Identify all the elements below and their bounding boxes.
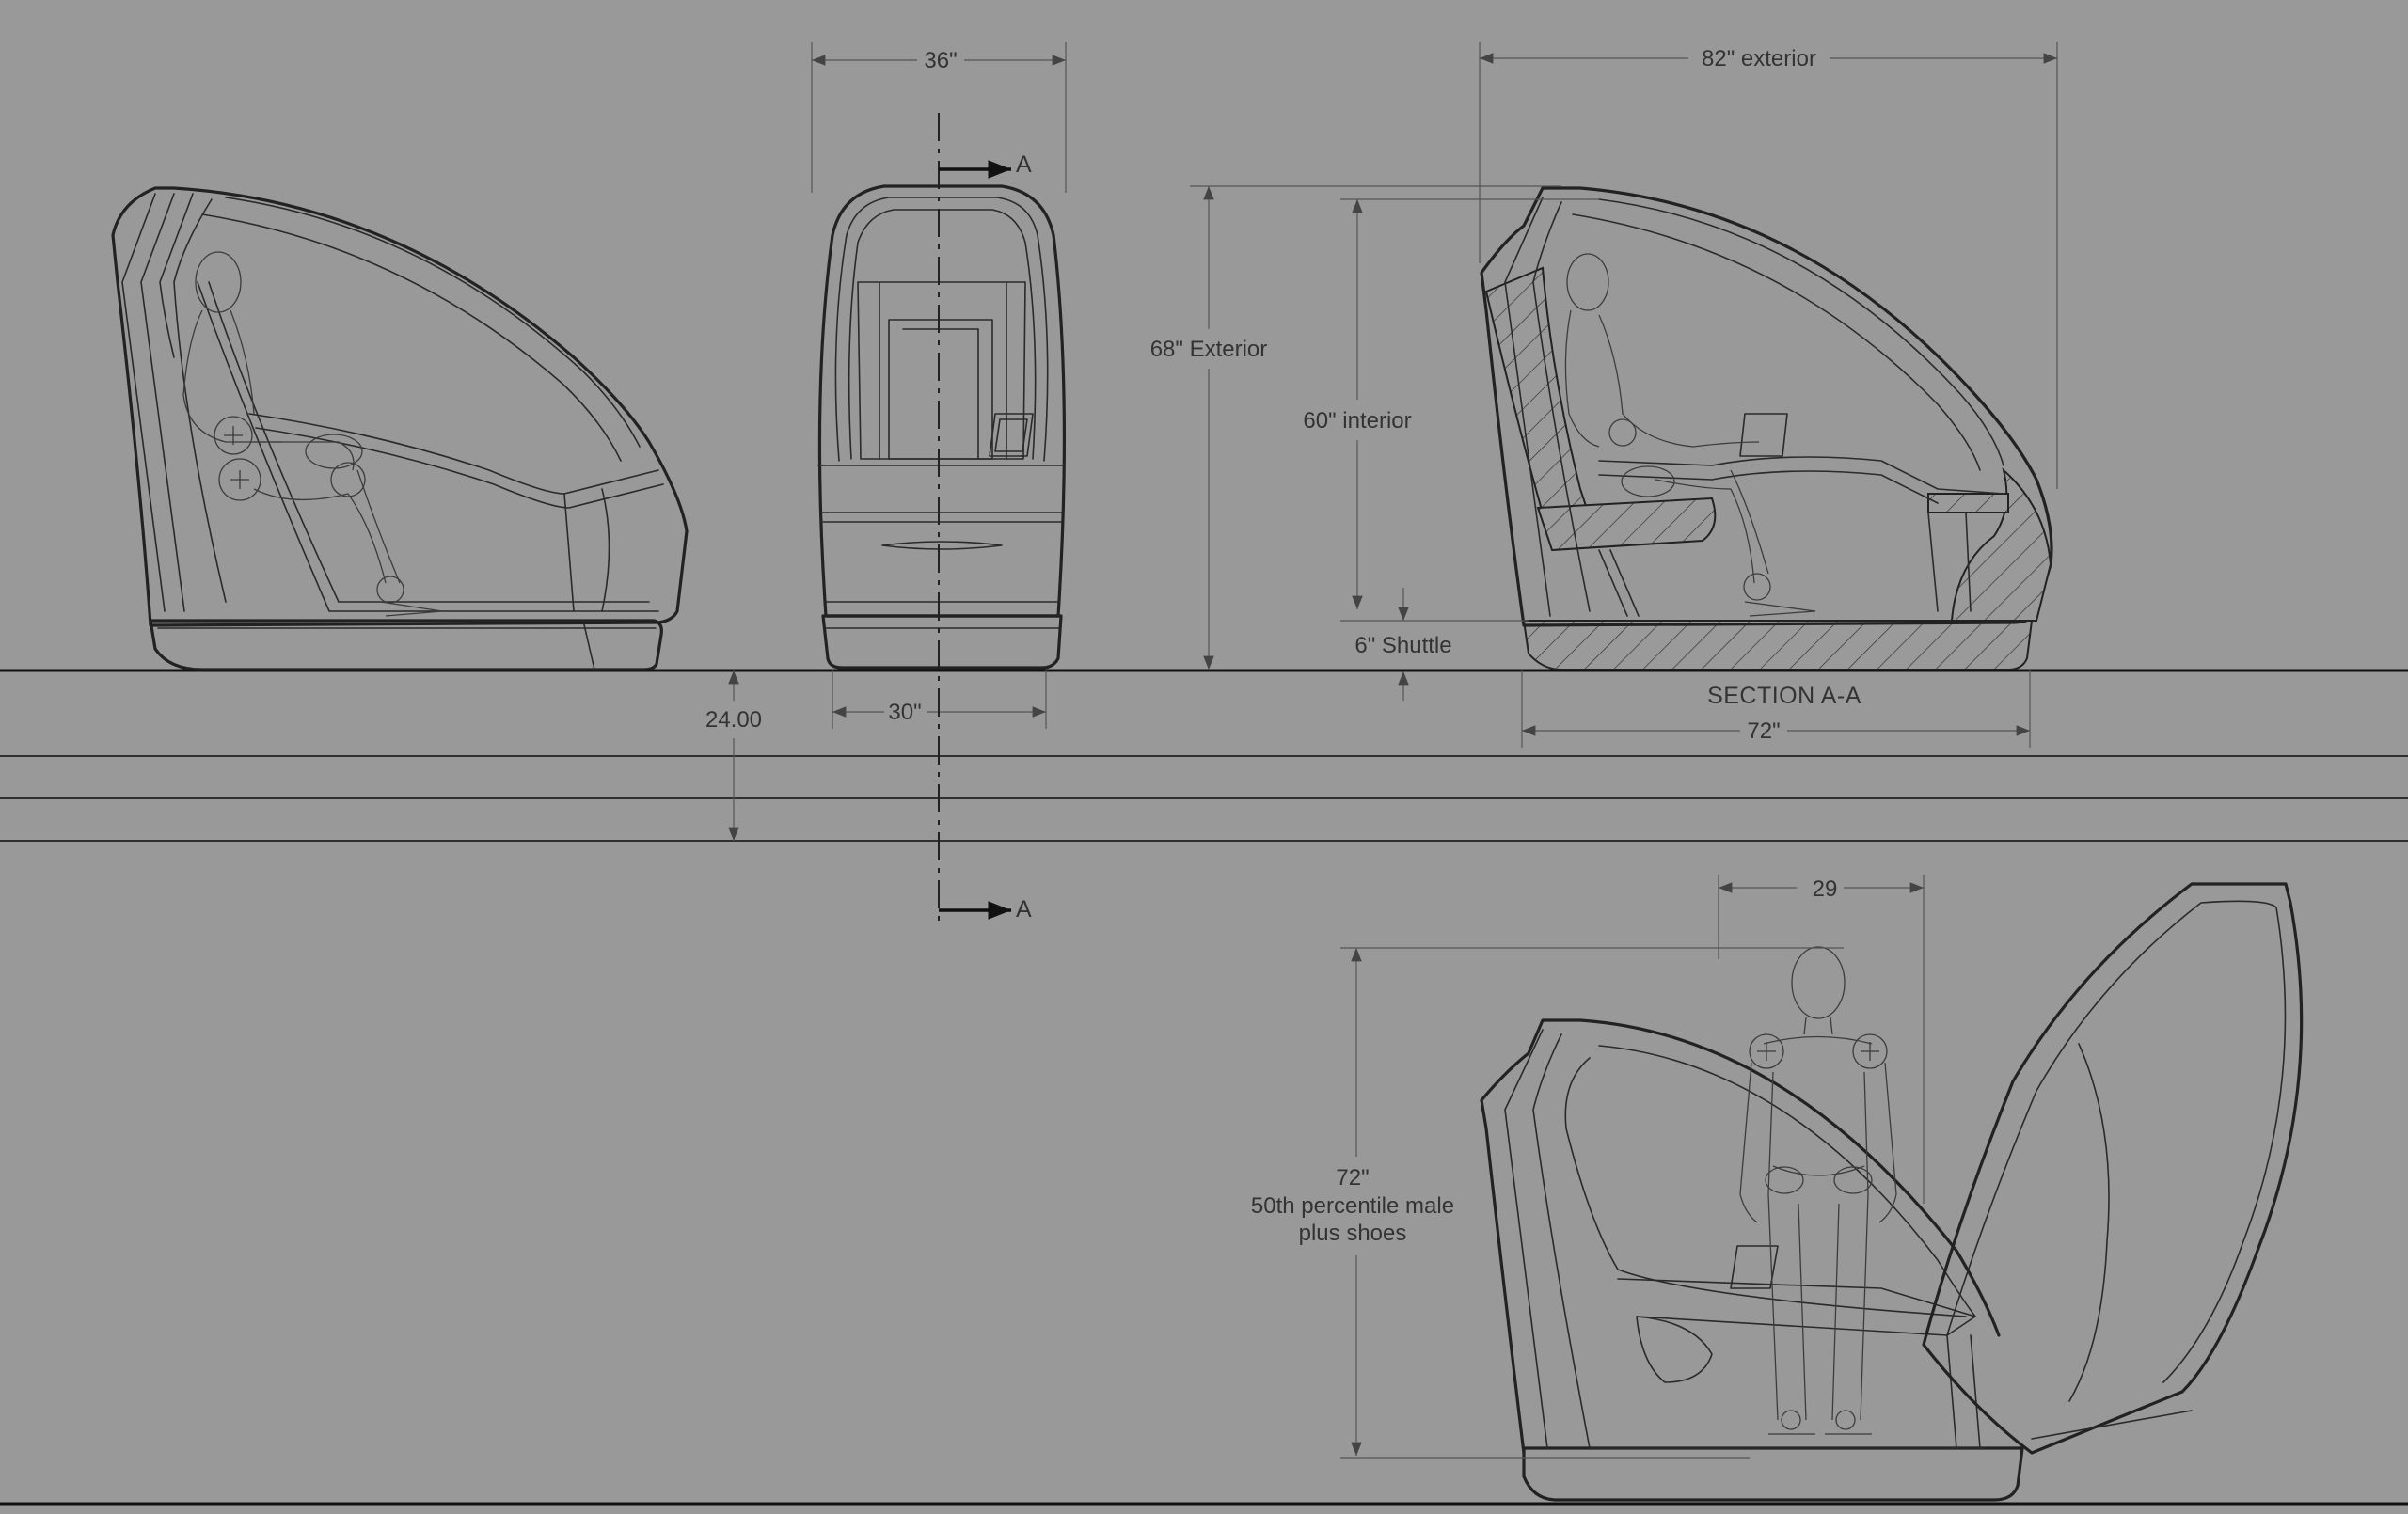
dimension-lines [728, 42, 2058, 1459]
door-open-view [1480, 882, 2304, 1502]
standing-figure [1739, 946, 1897, 1435]
shuttle-height-label: 6" Shuttle [1354, 633, 1451, 658]
figure-note-line1: 50th percentile male [1251, 1193, 1454, 1219]
section-title: SECTION A-A [1707, 683, 1861, 709]
ground-and-rails [0, 669, 2408, 1506]
seated-figure-side [182, 251, 443, 617]
interior-height-label: 60" interior [1303, 408, 1411, 434]
section-length-label: 72" [1747, 718, 1780, 744]
figure-note-line2: plus shoes [1299, 1221, 1407, 1246]
front-view-pod [817, 184, 1067, 670]
section-view-pod [1480, 186, 2053, 670]
front-width-label: 36" [924, 48, 957, 73]
section-marker-bottom: A [1016, 896, 1032, 923]
section-labels: A A SECTION A-A [1016, 151, 1861, 923]
exterior-length-label: 82" exterior [1702, 46, 1816, 71]
exterior-height-label: 68" Exterior [1150, 337, 1268, 362]
side-view-pod [111, 186, 689, 671]
door-clearance-label: 29 [1813, 876, 1838, 902]
dimension-labels: 36" 82" exterior 68" Exterior 60" interi… [705, 46, 1837, 1246]
section-marker-top: A [1016, 151, 1032, 178]
rail-height-label: 24.00 [705, 707, 762, 733]
figure-height-label: 72" [1336, 1165, 1369, 1191]
seated-figure-section [1564, 253, 1816, 617]
section-cut-line [938, 113, 1011, 922]
base-width-label: 30" [888, 700, 921, 725]
